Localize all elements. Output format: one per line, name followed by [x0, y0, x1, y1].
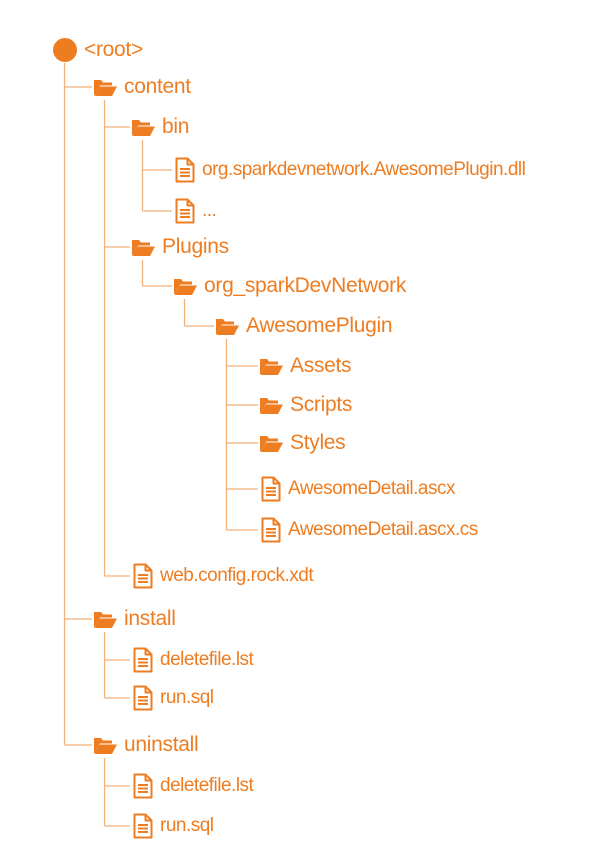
- tree-node-label: AwesomeDetail.ascx.cs: [288, 519, 478, 540]
- tree-node-root[interactable]: <root>: [52, 35, 143, 65]
- folder-open-icon: [172, 273, 198, 299]
- file-icon: [258, 476, 284, 502]
- tree-node-label: deletefile.lst: [160, 649, 254, 670]
- tree-node-uninstall[interactable]: uninstall: [92, 730, 199, 760]
- tree-node-label: Assets: [290, 354, 352, 377]
- file-icon: [130, 813, 156, 839]
- tree-node-label: run.sql: [160, 687, 214, 708]
- tree-node-label: Styles: [290, 431, 346, 454]
- tree-node-scripts[interactable]: Scripts: [258, 390, 352, 420]
- tree-node-assets[interactable]: Assets: [258, 351, 352, 381]
- folder-open-icon: [258, 353, 284, 379]
- tree-node-label: Plugins: [162, 235, 229, 258]
- tree-node-label: content: [124, 75, 191, 98]
- file-icon: [130, 685, 156, 711]
- tree-node-label: org.sparkdevnetwork.AwesomePlugin.dll: [202, 159, 526, 180]
- tree-node-ascx[interactable]: AwesomeDetail.ascx: [258, 474, 456, 504]
- folder-open-icon: [92, 606, 118, 632]
- file-icon: [130, 647, 156, 673]
- tree-node-bin[interactable]: bin: [130, 112, 189, 142]
- tree-node-plugins[interactable]: Plugins: [130, 232, 229, 262]
- tree-node-inst-del[interactable]: deletefile.lst: [130, 645, 254, 675]
- tree-node-install[interactable]: install: [92, 604, 176, 634]
- file-icon: [172, 157, 198, 183]
- file-icon: [130, 563, 156, 589]
- tree-node-awesome[interactable]: AwesomePlugin: [214, 311, 393, 341]
- folder-open-icon: [130, 114, 156, 140]
- tree-node-inst-run[interactable]: run.sql: [130, 683, 214, 713]
- tree-node-label: ...: [202, 200, 217, 221]
- tree-node-ascxcs[interactable]: AwesomeDetail.ascx.cs: [258, 515, 478, 545]
- folder-open-icon: [214, 313, 240, 339]
- tree-node-label: web.config.rock.xdt: [160, 565, 314, 586]
- tree-node-orgspark[interactable]: org_sparkDevNetwork: [172, 271, 406, 301]
- tree-node-label: org_sparkDevNetwork: [204, 274, 407, 297]
- file-icon: [258, 517, 284, 543]
- folder-open-icon: [92, 732, 118, 758]
- tree-node-label: deletefile.lst: [160, 775, 254, 796]
- tree-node-label: Scripts: [290, 393, 353, 416]
- folder-open-icon: [92, 74, 118, 100]
- tree-node-label: install: [124, 607, 176, 630]
- file-icon: [172, 198, 198, 224]
- tree-node-styles[interactable]: Styles: [258, 428, 346, 458]
- tree-node-ellipsis[interactable]: ...: [172, 196, 217, 226]
- tree-node-dll[interactable]: org.sparkdevnetwork.AwesomePlugin.dll: [172, 155, 526, 185]
- tree-node-label: uninstall: [124, 733, 199, 756]
- tree-node-label: bin: [162, 115, 190, 138]
- tree-node-label: run.sql: [160, 815, 214, 836]
- folder-open-icon: [258, 392, 284, 418]
- tree-node-label: AwesomePlugin: [246, 314, 393, 337]
- tree-node-label: <root>: [84, 38, 143, 61]
- tree-node-label: AwesomeDetail.ascx: [288, 478, 456, 499]
- tree-node-un-del[interactable]: deletefile.lst: [130, 771, 254, 801]
- file-icon: [130, 773, 156, 799]
- tree-node-content[interactable]: content: [92, 72, 191, 102]
- folder-open-icon: [130, 234, 156, 260]
- tree-node-un-run[interactable]: run.sql: [130, 811, 214, 841]
- folder-open-icon: [258, 430, 284, 456]
- dot-icon: [52, 37, 78, 63]
- tree-node-webconfig[interactable]: web.config.rock.xdt: [130, 561, 314, 591]
